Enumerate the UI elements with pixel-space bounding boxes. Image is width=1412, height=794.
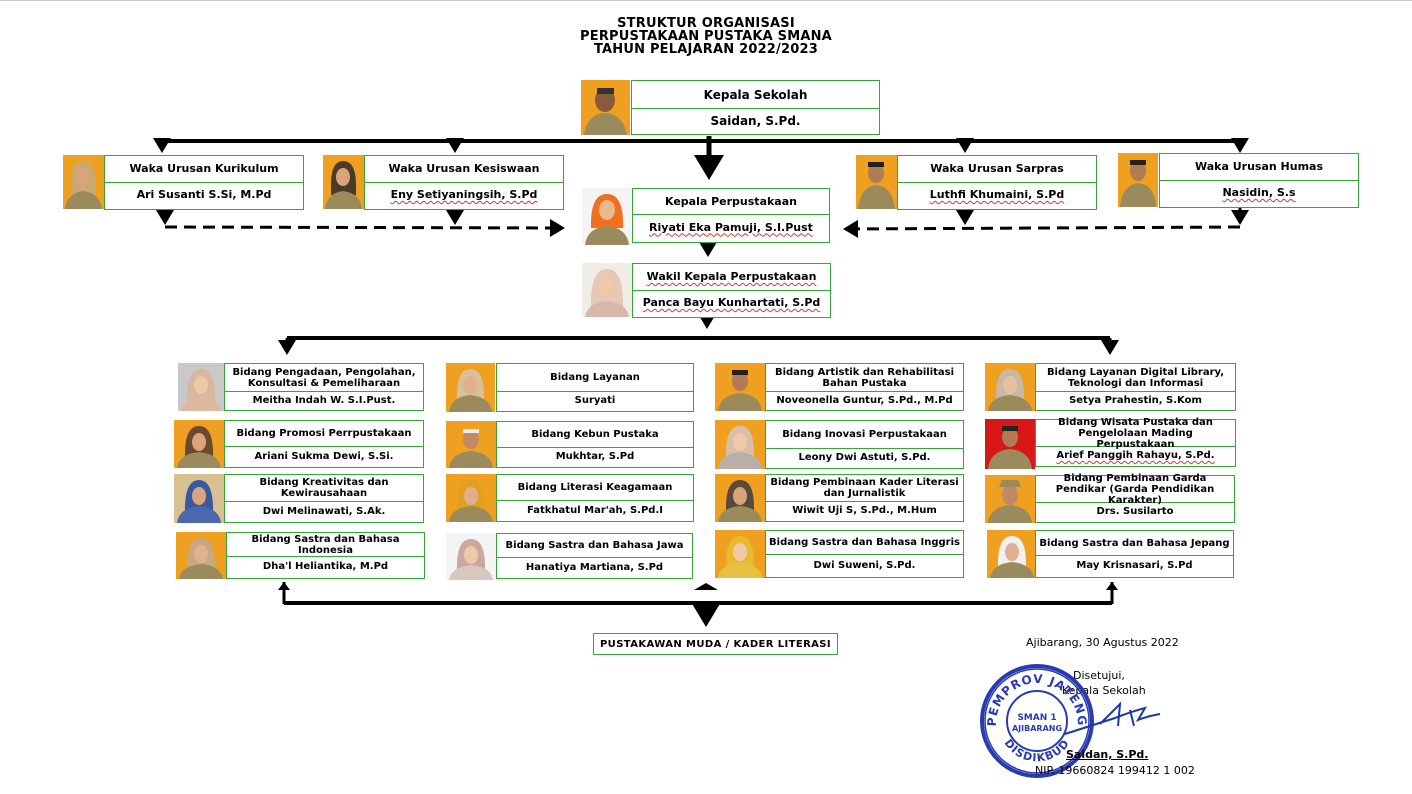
name-waka-sarpras: Luthfi Khumaini, S.Pd <box>929 188 1065 201</box>
name-waka-kurikulum: Ari Susanti S.Si, M.Pd <box>136 188 272 201</box>
photo-wakil-kepala <box>582 263 632 317</box>
school-stamp: PEMPROV JATENG DISDIKBUD SMAN 1 AJIBARAN… <box>980 664 1094 778</box>
role-wakil-kepala: Wakil Kepala Perpustakaan <box>633 264 830 291</box>
role-bidang-garda-pendikar: Bidang Pembinaan Garda Pendikar (Garda P… <box>1036 473 1234 506</box>
photo-bidang-artistik <box>715 363 765 411</box>
name-bidang-inovasi: Leony Dwi Astuti, S.Pd. <box>798 452 931 463</box>
pustakawan-box: PUSTAKAWAN MUDA / KADER LITERASI <box>593 633 838 655</box>
role-bidang-digital-library: Bidang Layanan Digital Library, Teknolog… <box>1036 364 1235 392</box>
role-bidang-kader-literasi: Bidang Pembinaan Kader Literasi dan Jurn… <box>766 475 963 502</box>
role-bidang-literasi-keagamaan: Bidang Literasi Keagamaan <box>497 475 693 501</box>
role-bidang-artistik: Bidang Artistik dan Rehabilitasi Bahan P… <box>766 364 963 392</box>
name-bidang-digital-library: Setya Prahestin, S.Kom <box>1069 394 1202 406</box>
chart-title-line3: TAHUN PELAJARAN 2022/2023 <box>593 42 818 57</box>
name-bidang-kebun-pustaka: Mukhtar, S.Pd <box>555 451 635 462</box>
role-waka-kesiswaan: Waka Urusan Kesiswaan <box>365 156 563 183</box>
photo-bidang-kebun-pustaka <box>446 421 496 468</box>
role-waka-humas: Waka Urusan Humas <box>1160 154 1358 181</box>
signature-approved: Disetujui, <box>1073 669 1125 682</box>
role-kepala-perpustakaan: Kepala Perpustakaan <box>633 189 829 215</box>
photo-bidang-sastra-inggris <box>715 530 765 578</box>
connector-dashed-left <box>164 218 565 237</box>
stamp-center-line2: AJIBARANG <box>1012 724 1062 733</box>
name-bidang-literasi-keagamaan: Fatkhatul Mar'ah, S.Pd.I <box>527 504 663 516</box>
signature-scribble <box>1064 701 1161 735</box>
role-bidang-promosi: Bidang Promosi Perrpustakaan <box>225 421 423 447</box>
photo-bidang-digital-library <box>985 363 1035 411</box>
name-bidang-sastra-inggris: Dwi Suweni, S.Pd. <box>813 559 916 571</box>
top-border-line <box>0 0 1412 1</box>
chart-title-line2: PERPUSTAKAAN PUSTAKA SMANA <box>580 29 832 44</box>
name-waka-kesiswaan: Eny Setiyaningsih, S.Pd <box>390 188 538 201</box>
photo-kepala-sekolah <box>581 80 630 135</box>
role-bidang-kreativitas: Bidang Kreativitas dan Kewirausahaan <box>225 475 423 502</box>
role-bidang-layanan: Bidang Layanan <box>497 364 693 392</box>
name-bidang-kader-literasi: Wiwit Uji S, S.Pd., M.Hum <box>792 505 937 516</box>
photo-bidang-wisata-pustaka <box>985 419 1035 469</box>
photo-bidang-literasi-keagamaan <box>446 474 496 522</box>
name-bidang-sastra-jawa: Hanatiya Martiana, S.Pd <box>525 561 664 573</box>
photo-bidang-pengadaan <box>178 363 224 411</box>
name-bidang-garda-pendikar: Drs. Susilarto <box>1096 506 1174 517</box>
stamp-center-line1: SMAN 1 <box>1017 713 1056 723</box>
signature-place-date: Ajibarang, 30 Agustus 2022 <box>1026 636 1179 649</box>
photo-bidang-inovasi <box>715 420 765 469</box>
photo-waka-kesiswaan <box>323 155 364 209</box>
photo-bidang-kader-literasi <box>715 474 765 522</box>
signature-nip: NIP. 19660824 199412 1 002 <box>1035 764 1195 777</box>
role-bidang-sastra-jepang: Bidang Sastra dan Bahasa Jepang <box>1036 531 1233 556</box>
role-waka-kurikulum: Waka Urusan Kurikulum <box>105 156 303 183</box>
name-bidang-pengadaan: Meitha Indah W. S.I.Pust. <box>252 394 396 406</box>
name-kepala-perpustakaan: Riyati Eka Pamuji, S.I.Pust <box>649 220 813 234</box>
role-bidang-pengadaan: Bidang Pengadaan, Pengolahan, Konsultasi… <box>225 364 423 392</box>
photo-bidang-sastra-indonesia <box>176 532 226 579</box>
photo-waka-humas <box>1118 153 1158 207</box>
role-bidang-inovasi: Bidang Inovasi Perpustakaan <box>766 421 963 449</box>
name-bidang-artistik: Noveonella Guntur, S.Pd., M.Pd <box>776 394 953 406</box>
role-bidang-wisata-pustaka: Bidang Wisata Pustaka dan Pengelolaan Ma… <box>1036 417 1235 450</box>
photo-bidang-kreativitas <box>174 474 224 523</box>
name-bidang-kreativitas: Dwi Melinawati, S.Ak. <box>262 505 386 517</box>
photo-waka-sarpras <box>856 155 897 209</box>
name-bidang-promosi: Ariani Sukma Dewi, S.Si. <box>254 450 394 462</box>
role-kepala-sekolah: Kepala Sekolah <box>632 81 879 109</box>
photo-bidang-garda-pendikar <box>985 475 1035 523</box>
name-waka-humas: Nasidin, S.s <box>1222 186 1296 199</box>
photo-bidang-sastra-jepang <box>987 530 1037 578</box>
role-bidang-kebun-pustaka: Bidang Kebun Pustaka <box>497 422 693 448</box>
name-bidang-sastra-jepang: May Krisnasari, S.Pd <box>1076 560 1193 571</box>
photo-waka-kurikulum <box>63 155 104 209</box>
name-bidang-sastra-indonesia: Dha'l Heliantika, M.Pd <box>262 561 389 572</box>
connector-dashed-right <box>843 219 1241 238</box>
name-bidang-layanan: Suryati <box>574 395 616 406</box>
role-bidang-sastra-inggris: Bidang Sastra dan Bahasa Inggris <box>766 531 963 555</box>
role-bidang-sastra-jawa: Bidang Sastra dan Bahasa Jawa <box>497 534 692 558</box>
photo-bidang-layanan <box>446 363 495 412</box>
name-kepala-sekolah: Saidan, S.Pd. <box>710 113 801 128</box>
photo-kepala-perpustakaan <box>582 188 632 245</box>
role-waka-sarpras: Waka Urusan Sarpras <box>898 156 1096 183</box>
name-wakil-kepala: Panca Bayu Kunhartati, S.Pd <box>642 296 821 309</box>
photo-bidang-sastra-jawa <box>446 533 496 580</box>
name-bidang-wisata-pustaka: Arief Panggih Rahayu, S.Pd. <box>1056 450 1215 461</box>
chart-title-line1: STRUKTUR ORGANISASI <box>617 16 795 31</box>
role-bidang-sastra-indonesia: Bidang Sastra dan Bahasa Indonesia <box>227 533 424 557</box>
photo-bidang-promosi <box>174 420 224 468</box>
signature-name: Saidan, S.Pd. <box>1066 748 1149 761</box>
